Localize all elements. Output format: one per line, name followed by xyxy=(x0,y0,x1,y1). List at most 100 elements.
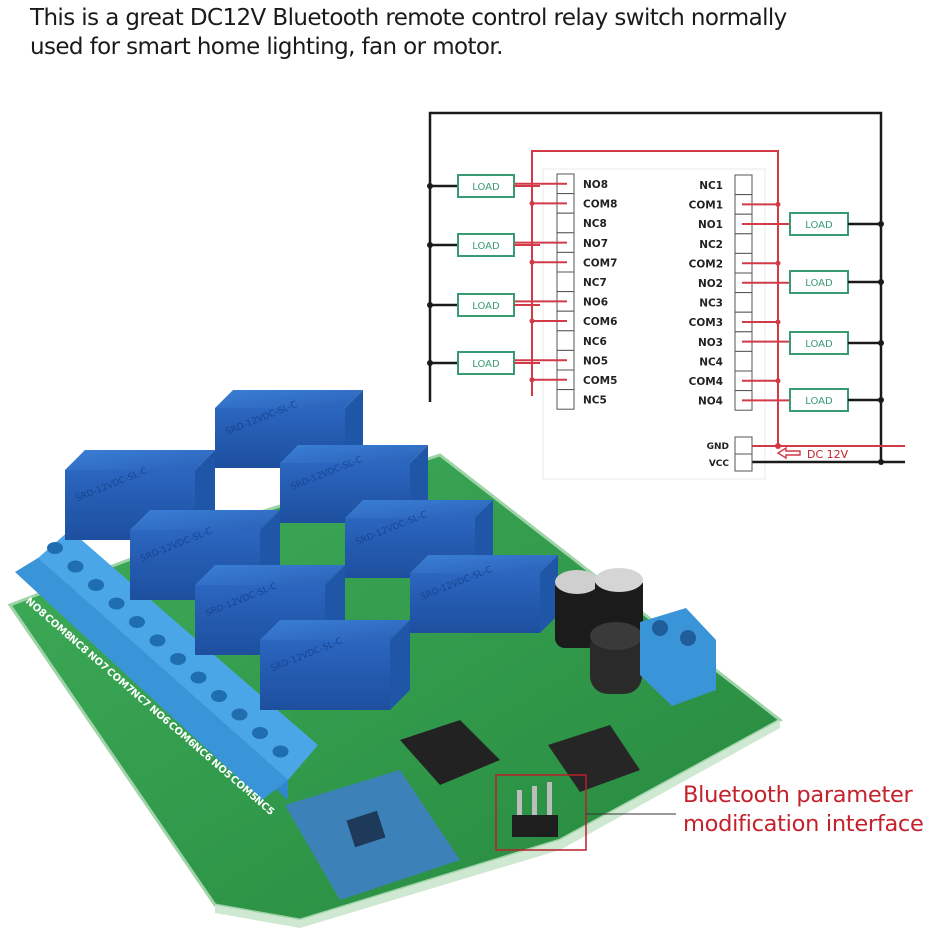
load-label: LOAD xyxy=(472,182,500,193)
silkscreen-label-no5: NO5 xyxy=(209,757,234,781)
ic-chip xyxy=(400,720,500,785)
silkscreen-label-no8: NO8 xyxy=(23,596,48,620)
terminal-label-com6: COM6 xyxy=(583,316,617,328)
neutral-loop-wire xyxy=(428,111,883,462)
wire-junction xyxy=(529,377,535,383)
relay-model-label: SRD-12VDC-SL-C xyxy=(139,526,214,564)
terminal-label-no1: NO1 xyxy=(698,219,723,231)
terminal-label-no5: NO5 xyxy=(583,355,608,367)
terminal-strip xyxy=(15,530,318,800)
relay-top xyxy=(130,510,280,530)
terminal-label-com3: COM3 xyxy=(689,317,723,329)
ic-chip xyxy=(548,725,640,792)
relay-side xyxy=(390,620,410,710)
power-terminal xyxy=(640,608,716,706)
relay-front xyxy=(130,530,260,600)
terminal-label-no6: NO6 xyxy=(583,297,608,309)
inductor xyxy=(590,622,642,694)
relay-top xyxy=(410,555,558,573)
relay-front xyxy=(260,640,390,710)
terminal-screw-hole xyxy=(272,745,289,758)
relay-side xyxy=(540,555,558,633)
module-outline xyxy=(542,168,766,480)
silkscreen-label-nc5: NC5 xyxy=(252,795,276,818)
relay-top xyxy=(260,620,410,640)
terminal-cell xyxy=(734,174,753,196)
relay-model-label: SRD-12VDC-SL-C xyxy=(204,581,279,619)
relay-top xyxy=(195,565,345,585)
wire-junction xyxy=(775,260,781,266)
load-label: LOAD xyxy=(472,301,500,312)
silkscreen-label-nc7: NC7 xyxy=(128,687,152,710)
terminal-label-com7: COM7 xyxy=(583,257,617,269)
terminal-cell xyxy=(734,350,753,372)
bluetooth-module xyxy=(285,770,460,900)
terminal-label-nc7: NC7 xyxy=(583,277,607,289)
callout-text: Bluetooth parameter modification interfa… xyxy=(683,781,924,839)
terminal-label-com1: COM1 xyxy=(689,200,723,212)
headline-line-2: used for smart home lighting, fan or mot… xyxy=(30,34,503,60)
wire-junction xyxy=(529,200,535,206)
relay-front xyxy=(345,518,475,578)
terminal-screw-hole xyxy=(47,542,63,554)
terminal-label-nc1: NC1 xyxy=(699,180,723,192)
terminal-screw-hole xyxy=(190,671,207,684)
wire-junction xyxy=(775,201,781,207)
dc12v-arrow-icon xyxy=(776,446,801,460)
relay-model-label: SRD-12VDC-SL-C xyxy=(354,510,429,548)
terminal-label-gnd: GND xyxy=(707,442,729,452)
header-pins xyxy=(512,782,558,837)
wire-junction xyxy=(878,340,884,346)
terminal-label-nc4: NC4 xyxy=(699,356,723,368)
terminal-screw-hole xyxy=(170,653,186,665)
live-loop-wire xyxy=(531,150,779,446)
silkscreen-label-com7: COM7 xyxy=(104,666,136,696)
terminal-cell xyxy=(734,436,753,455)
terminal-screw-hole xyxy=(149,634,166,647)
silkscreen-label-com8: COM8 xyxy=(42,612,74,642)
relay-4: SRD-12VDC-SL-C xyxy=(260,620,410,710)
terminal-label-com4: COM4 xyxy=(689,376,723,388)
terminal-label-no8: NO8 xyxy=(583,179,608,191)
wire-junction xyxy=(878,279,884,285)
silkscreen-label-nc6: NC6 xyxy=(190,741,214,764)
relay-side xyxy=(260,510,280,600)
terminal-label-com5: COM5 xyxy=(583,375,617,387)
gnd-junction xyxy=(775,443,781,449)
relay-front xyxy=(65,470,195,540)
relay-6: SRD-12VDC-SL-C xyxy=(345,500,493,578)
terminal-label-nc5: NC5 xyxy=(583,395,607,407)
terminal-cell xyxy=(734,233,753,254)
capacitor xyxy=(555,570,599,648)
terminal-cell xyxy=(734,292,753,313)
terminal-screw-hole xyxy=(88,579,104,591)
relay-model-label: SRD-12VDC-SL-C xyxy=(269,636,344,674)
wiring-diagram: DC 12V NO8COM8NC8NO7COM7NC7NO6COM6NC6NO5… xyxy=(427,111,905,480)
relay-top xyxy=(345,500,493,518)
silkscreen-label-no6: NO6 xyxy=(147,704,172,728)
terminal-cell xyxy=(556,389,575,410)
load-label: LOAD xyxy=(805,220,833,231)
terminal-label-vcc: VCC xyxy=(709,459,730,469)
relay-2: SRD-12VDC-SL-C xyxy=(130,510,280,600)
wire-junction xyxy=(775,378,781,384)
wire-junction xyxy=(427,183,433,189)
capacitor xyxy=(595,568,643,633)
wire-junction xyxy=(427,302,433,308)
terminal-label-no3: NO3 xyxy=(698,337,723,349)
terminal-label-com8: COM8 xyxy=(583,199,617,211)
terminal-label-nc8: NC8 xyxy=(583,218,607,230)
vcc-junction xyxy=(878,459,884,465)
terminal-label-com2: COM2 xyxy=(689,258,723,270)
terminal-screw-hole xyxy=(129,616,145,628)
callout-line-1: Bluetooth parameter xyxy=(683,782,913,808)
wire-junction xyxy=(427,360,433,366)
silkscreen-label-com5: COM5 xyxy=(228,774,260,804)
load-label: LOAD xyxy=(472,241,500,252)
terminal-cell xyxy=(556,271,575,293)
wire-junction xyxy=(427,242,433,248)
terminal-screw-hole xyxy=(67,560,84,573)
